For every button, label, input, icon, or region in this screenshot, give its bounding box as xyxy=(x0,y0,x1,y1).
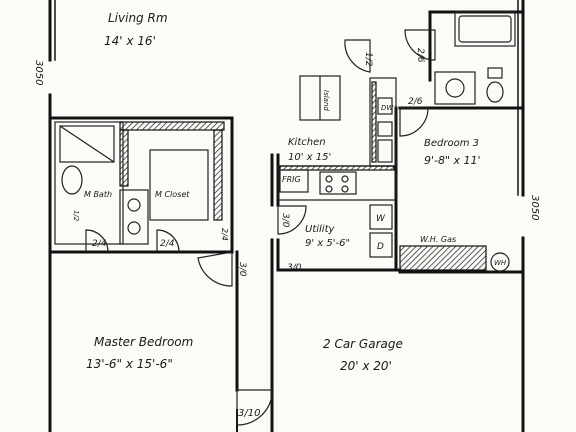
closet-shelf-right xyxy=(213,129,223,221)
garage-size: 20' x 20' xyxy=(340,359,392,373)
island-label: Island xyxy=(322,90,330,111)
master-bath-door-swing xyxy=(85,229,109,253)
master-closet-door-swing xyxy=(156,229,180,253)
hall-bath: 2/6 xyxy=(404,11,516,105)
front-entry: 3/10 xyxy=(236,389,273,426)
garage: 2 Car Garage 20' x 20' xyxy=(323,337,403,373)
master-bedroom: 3/0 Master Bedroom 13'-6" x 15'-6" xyxy=(86,251,247,371)
shower-diagonal xyxy=(59,125,115,163)
bedroom3-door-label: 2/6 xyxy=(408,97,423,107)
bedroom3-size: 9'-8" x 11' xyxy=(424,154,481,167)
washer-label: W xyxy=(376,214,386,224)
kitchen-counter-end xyxy=(377,139,393,163)
washer xyxy=(369,204,393,230)
garage-top-wall xyxy=(276,268,525,274)
hall-vanity xyxy=(434,71,476,105)
front-door-swing xyxy=(236,389,273,426)
master-sink-1 xyxy=(127,198,141,212)
garage-name: 2 Car Garage xyxy=(323,337,403,351)
dryer-label: D xyxy=(377,242,384,252)
master-bath-outline xyxy=(54,121,124,245)
kitchen-name: Kitchen xyxy=(288,137,326,148)
burner-3 xyxy=(325,185,333,193)
master-closet-door-label: 2/4 xyxy=(160,239,175,249)
bedroom3-name: Bedroom 3 xyxy=(424,138,479,149)
pantry-door-swing xyxy=(344,39,371,73)
hall-bathtub xyxy=(454,11,516,47)
living-room-size: 14' x 16' xyxy=(104,34,156,48)
closet-shelf-left xyxy=(119,129,129,187)
master-side-door-label: 2/4 xyxy=(220,228,229,241)
refrigerator xyxy=(279,169,309,193)
utility-door-swing xyxy=(277,205,307,235)
dryer xyxy=(369,232,393,258)
kitchen: DW Island FRIG Kitchen 10' x 15' xyxy=(277,75,397,201)
master-bath-label: M Bath xyxy=(84,190,112,199)
hall-bathtub-inner xyxy=(458,15,512,43)
burner-2 xyxy=(341,175,349,183)
bedroom3-door-swing xyxy=(399,107,429,137)
hall-bath-door-swing xyxy=(404,29,436,61)
master-size: 13'-6" x 15'-6" xyxy=(86,357,173,371)
hall-toilet xyxy=(486,81,504,103)
dishwasher xyxy=(377,97,393,115)
hall-toilet-tank xyxy=(487,67,503,79)
hall-bath-door-label: 2/6 xyxy=(415,48,425,63)
water-heater xyxy=(490,252,510,272)
master-suite: M Bath M Closet 2/4 2/4 2/4 1/2 xyxy=(54,121,229,253)
utility-door-label: 3/0 xyxy=(280,213,290,228)
bedroom-3: Bedroom 3 9'-8" x 11' 2/6 3050 1/2 xyxy=(344,39,540,220)
small-door-label: 1/2 xyxy=(72,210,80,222)
master-closet-label: M Closet xyxy=(155,190,190,199)
sink xyxy=(377,121,393,137)
master-door-label: 3/0 xyxy=(237,262,247,277)
living-room: Living Rm 14' x 16' 3050 xyxy=(33,11,168,85)
utility-name: Utility xyxy=(305,224,335,235)
garage-door-label: 3/0 xyxy=(287,263,302,273)
utility-size: 9' x 5'-6" xyxy=(305,238,350,249)
pantry-door-label: 1/2 xyxy=(363,52,373,67)
master-toilet xyxy=(61,165,83,195)
range xyxy=(319,171,357,195)
wh-tag: WH xyxy=(494,259,507,267)
water-heater-label: W.H. Gas xyxy=(420,235,456,244)
utility-room: W D Utility 9' x 5'-6" 3/0 3/0 W.H. Gas … xyxy=(277,204,510,273)
garage-shelf xyxy=(399,245,487,271)
counter-hatch xyxy=(279,165,395,171)
hall-sink xyxy=(445,78,465,98)
master-closet-outline xyxy=(149,149,209,221)
living-left-window-label: 3050 xyxy=(33,60,44,85)
master-sink-2 xyxy=(127,221,141,235)
master-door-swing xyxy=(197,251,233,287)
master-name: Master Bedroom xyxy=(94,335,193,349)
kitchen-cabinet-hatch xyxy=(371,81,377,163)
front-door-label: 3/10 xyxy=(238,408,260,419)
master-right-wall xyxy=(230,116,239,392)
master-bath-door-label: 2/4 xyxy=(92,239,107,249)
burner-4 xyxy=(341,185,349,193)
burner-1 xyxy=(325,175,333,183)
fridge-label: FRIG xyxy=(282,175,301,184)
kitchen-size: 10' x 15' xyxy=(288,152,331,163)
bedroom3-window-label: 3050 xyxy=(529,195,540,220)
dishwasher-label: DW xyxy=(381,104,394,112)
master-vanity xyxy=(119,189,149,245)
living-room-name: Living Rm xyxy=(108,11,168,25)
shower xyxy=(59,125,115,163)
closet-shelf-top xyxy=(119,121,225,131)
